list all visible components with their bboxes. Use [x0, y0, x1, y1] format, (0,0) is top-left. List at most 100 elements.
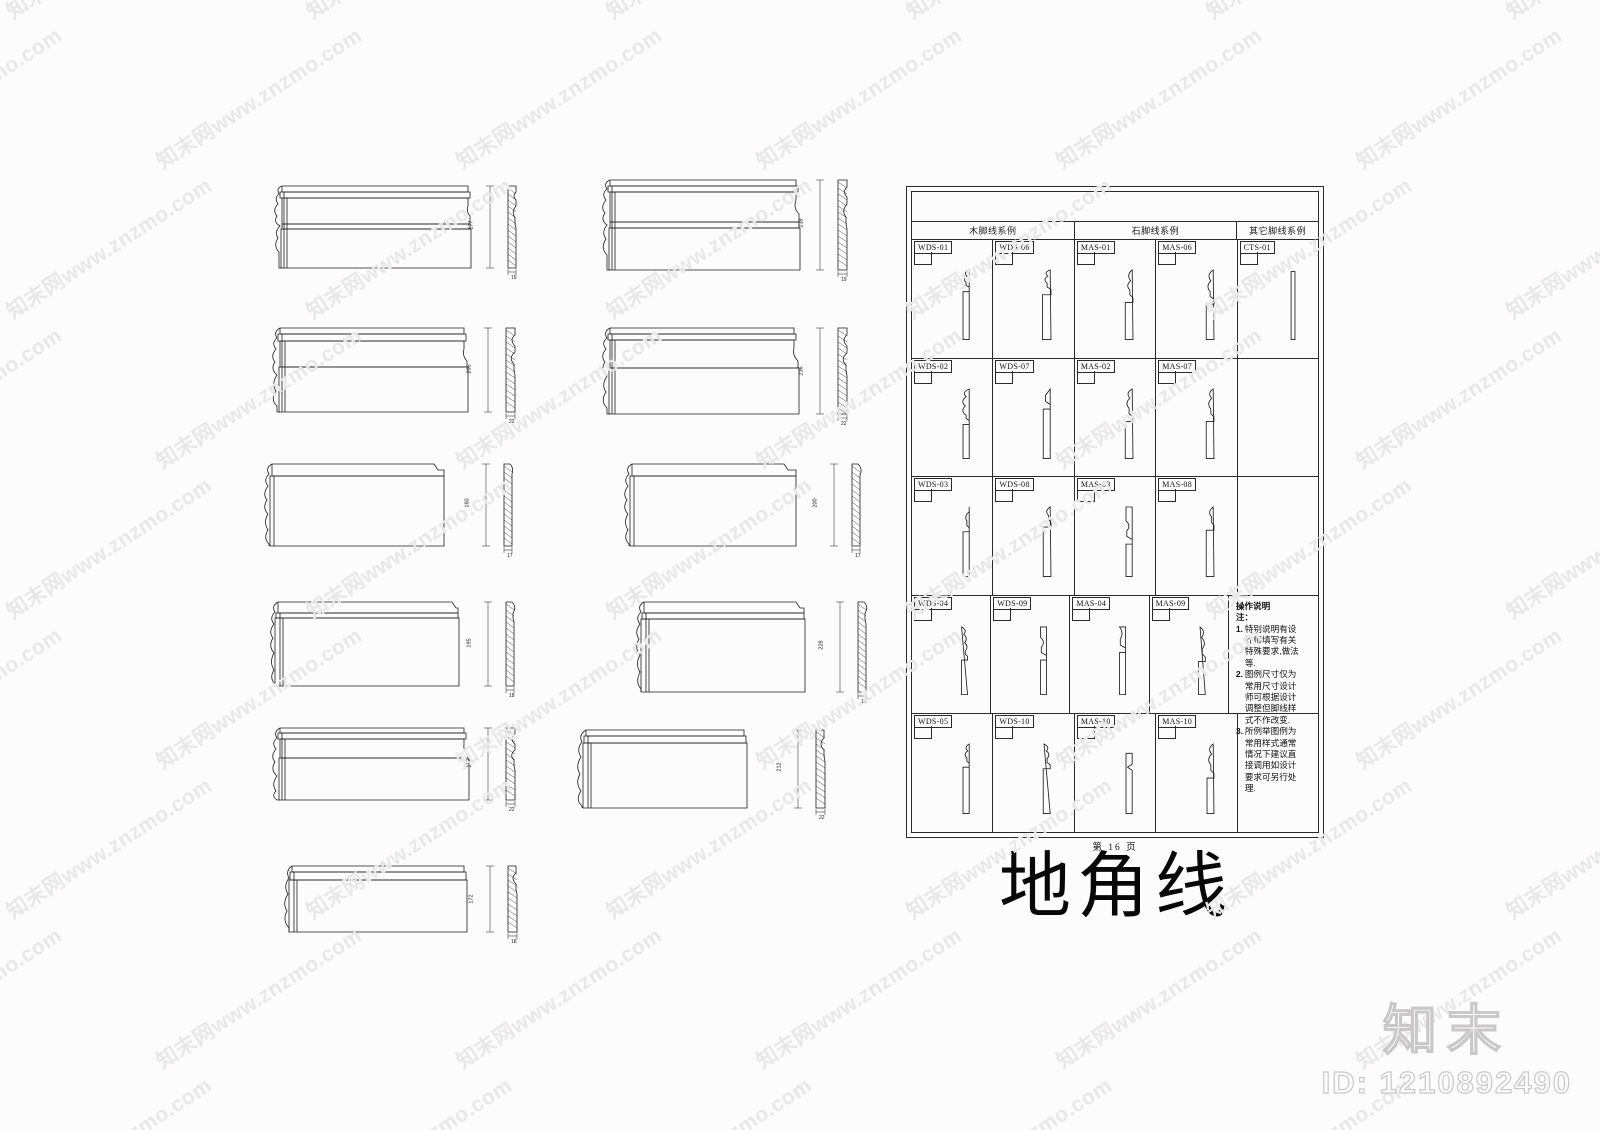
- schedule-cell[interactable]: MAS-06: [1156, 240, 1238, 358]
- dimension-width: 22: [509, 807, 515, 813]
- code-leader-notch: [914, 252, 932, 265]
- code-leader-notch: [1158, 252, 1177, 265]
- code-leader-notch: [1072, 607, 1091, 621]
- profile-section-drawing: [1109, 375, 1149, 473]
- profile-code-label: WDS-09: [993, 596, 1032, 610]
- dimension-height: 160: [464, 498, 471, 508]
- note-text: 所例举图例为常用样式通常情况下建议直接调用如设计要求可另行处理.: [1244, 726, 1297, 794]
- profile-code-label: MAS-06: [1158, 241, 1197, 254]
- profile-code-label: MAS-07: [1158, 359, 1197, 373]
- dimension-height: 177: [468, 220, 475, 230]
- watermark-text: 知末网www.znzmo.com: [0, 923, 67, 1074]
- code-leader-notch: [1158, 370, 1177, 384]
- watermark-text: 知末网www.znzmo.com: [0, 323, 67, 474]
- note-item: 1.特别说明有设计师填写有关特殊要求,做法等.: [1236, 624, 1302, 670]
- watermark-text: 知末网www.znzmo.com: [900, 1070, 1117, 1130]
- watermark-text: 知末网www.znzmo.com: [1502, 173, 1600, 324]
- elevation-item: 153 22: [266, 718, 526, 813]
- schedule-cell[interactable]: WDS-08: [993, 477, 1075, 595]
- profile-section-drawing: [1271, 256, 1311, 354]
- code-leader-notch: [995, 726, 1014, 740]
- dimension-height: 228: [818, 640, 825, 650]
- dimension-width: 18: [509, 693, 515, 699]
- elevation-item: 177 19: [268, 172, 528, 282]
- dimension-height: 172: [468, 894, 475, 904]
- dimension-height: 239: [798, 218, 805, 228]
- code-leader-notch: [1076, 252, 1095, 265]
- watermark-text: 知末网www.znzmo.com: [0, 623, 67, 774]
- schedule-cell[interactable]: MAS-04: [1070, 595, 1150, 714]
- schedule-group-header: 石脚线系例: [1075, 222, 1238, 239]
- dimension-height: 206: [466, 364, 473, 374]
- note-item: 3.所例举图例为常用样式通常情况下建议直接调用如设计要求可另行处理.: [1236, 726, 1302, 794]
- dimension-width: 17: [855, 553, 861, 559]
- code-leader-notch: [914, 489, 932, 503]
- profile-code-label: MAS-09: [1151, 596, 1190, 610]
- elevation-item: 200 17: [616, 452, 862, 559]
- schedule-cell-empty: [1238, 359, 1318, 477]
- profile-section-drawing: [1109, 493, 1149, 591]
- schedule-cell[interactable]: MAS-08: [1156, 477, 1238, 595]
- schedule-cell[interactable]: MAS-01: [1075, 240, 1157, 358]
- profile-section-drawing: [1109, 730, 1149, 828]
- profile-code-label: WDS-02: [914, 359, 953, 373]
- profile-section-drawing: [1027, 493, 1067, 591]
- dimension-height: 212: [776, 762, 783, 772]
- elevation-item: 195 18: [262, 590, 522, 700]
- dimension-height: 200: [812, 498, 819, 508]
- code-leader-notch: [914, 370, 932, 384]
- schedule-group-header: 其它脚线系例: [1237, 222, 1318, 239]
- profile-code-label: WDS-03: [914, 478, 953, 492]
- schedule-cell[interactable]: MAS-03: [1075, 477, 1157, 595]
- watermark-text: 知末网www.znzmo.com: [0, 1070, 217, 1130]
- profile-code-label: WDS-08: [995, 478, 1034, 492]
- watermark-text: 知末网www.znzmo.com: [1500, 0, 1600, 25]
- sheet-id: ID: 1210892490: [1321, 1064, 1572, 1100]
- profile-code-label: MAS-10: [1158, 715, 1197, 729]
- profile-code-label: MAS-08: [1158, 478, 1197, 492]
- schedule-cell[interactable]: WDS-03: [912, 477, 994, 595]
- schedule-group-header-label: 石脚线系例: [1131, 226, 1180, 236]
- schedule-cell[interactable]: MAS-07: [1156, 358, 1238, 477]
- profile-code-label: WDS-06: [995, 241, 1034, 254]
- profile-section-drawing: [946, 256, 986, 354]
- watermark-text: 知末网www.znzmo.com: [1352, 623, 1567, 774]
- schedule-cell[interactable]: MAS-10: [1075, 714, 1157, 832]
- schedule-cell[interactable]: WDS-01: [912, 240, 994, 358]
- watermark-text: 知末网www.znzmo.com: [0, 0, 217, 25]
- elevation-item: 236 22: [596, 318, 856, 427]
- dimension-height: 195: [466, 638, 473, 648]
- watermark-text: 知末网www.znzmo.com: [1052, 923, 1267, 1074]
- dimension-width: 17: [507, 553, 513, 559]
- schedule-cell[interactable]: MAS-10: [1156, 714, 1238, 832]
- schedule-cell[interactable]: MAS-02: [1075, 358, 1157, 477]
- elevation-item: 160 17: [256, 452, 516, 559]
- profile-section-drawing: [1190, 493, 1230, 591]
- watermark-text: 知末网www.znzmo.com: [600, 0, 817, 25]
- watermark-text: 知末网www.znzmo.com: [1502, 473, 1600, 624]
- schedule-cell[interactable]: WDS-02: [912, 358, 994, 477]
- watermark-text: 知末网www.znzmo.com: [2, 773, 217, 924]
- code-leader-notch: [1158, 489, 1177, 503]
- profile-code-label: MAS-10: [1076, 715, 1115, 729]
- schedule-cell[interactable]: MAS-09: [1150, 595, 1229, 714]
- watermark-text: 知末网www.znzmo.com: [600, 1070, 817, 1130]
- dimension-width: 22: [509, 419, 515, 425]
- profile-code-label: WDS-04: [914, 596, 953, 610]
- schedule-cell[interactable]: WDS-10: [993, 714, 1075, 832]
- brand-logo: 知末: [1382, 999, 1511, 1062]
- watermark-text: 知末网www.znzmo.com: [900, 0, 1117, 25]
- schedule-cell[interactable]: CTS-01: [1238, 240, 1318, 358]
- schedule-cell[interactable]: WDS-05: [912, 714, 994, 832]
- schedule-cell[interactable]: WDS-09: [991, 595, 1071, 714]
- profile-section-drawing: [1190, 730, 1230, 828]
- schedule-cell[interactable]: WDS-07: [993, 358, 1075, 477]
- schedule-cell[interactable]: WDS-04: [912, 595, 992, 714]
- watermark-text: 知末网www.znzmo.com: [152, 23, 367, 174]
- elevation-item: 212 22: [566, 718, 826, 823]
- schedule-cell[interactable]: WDS-06: [993, 240, 1075, 358]
